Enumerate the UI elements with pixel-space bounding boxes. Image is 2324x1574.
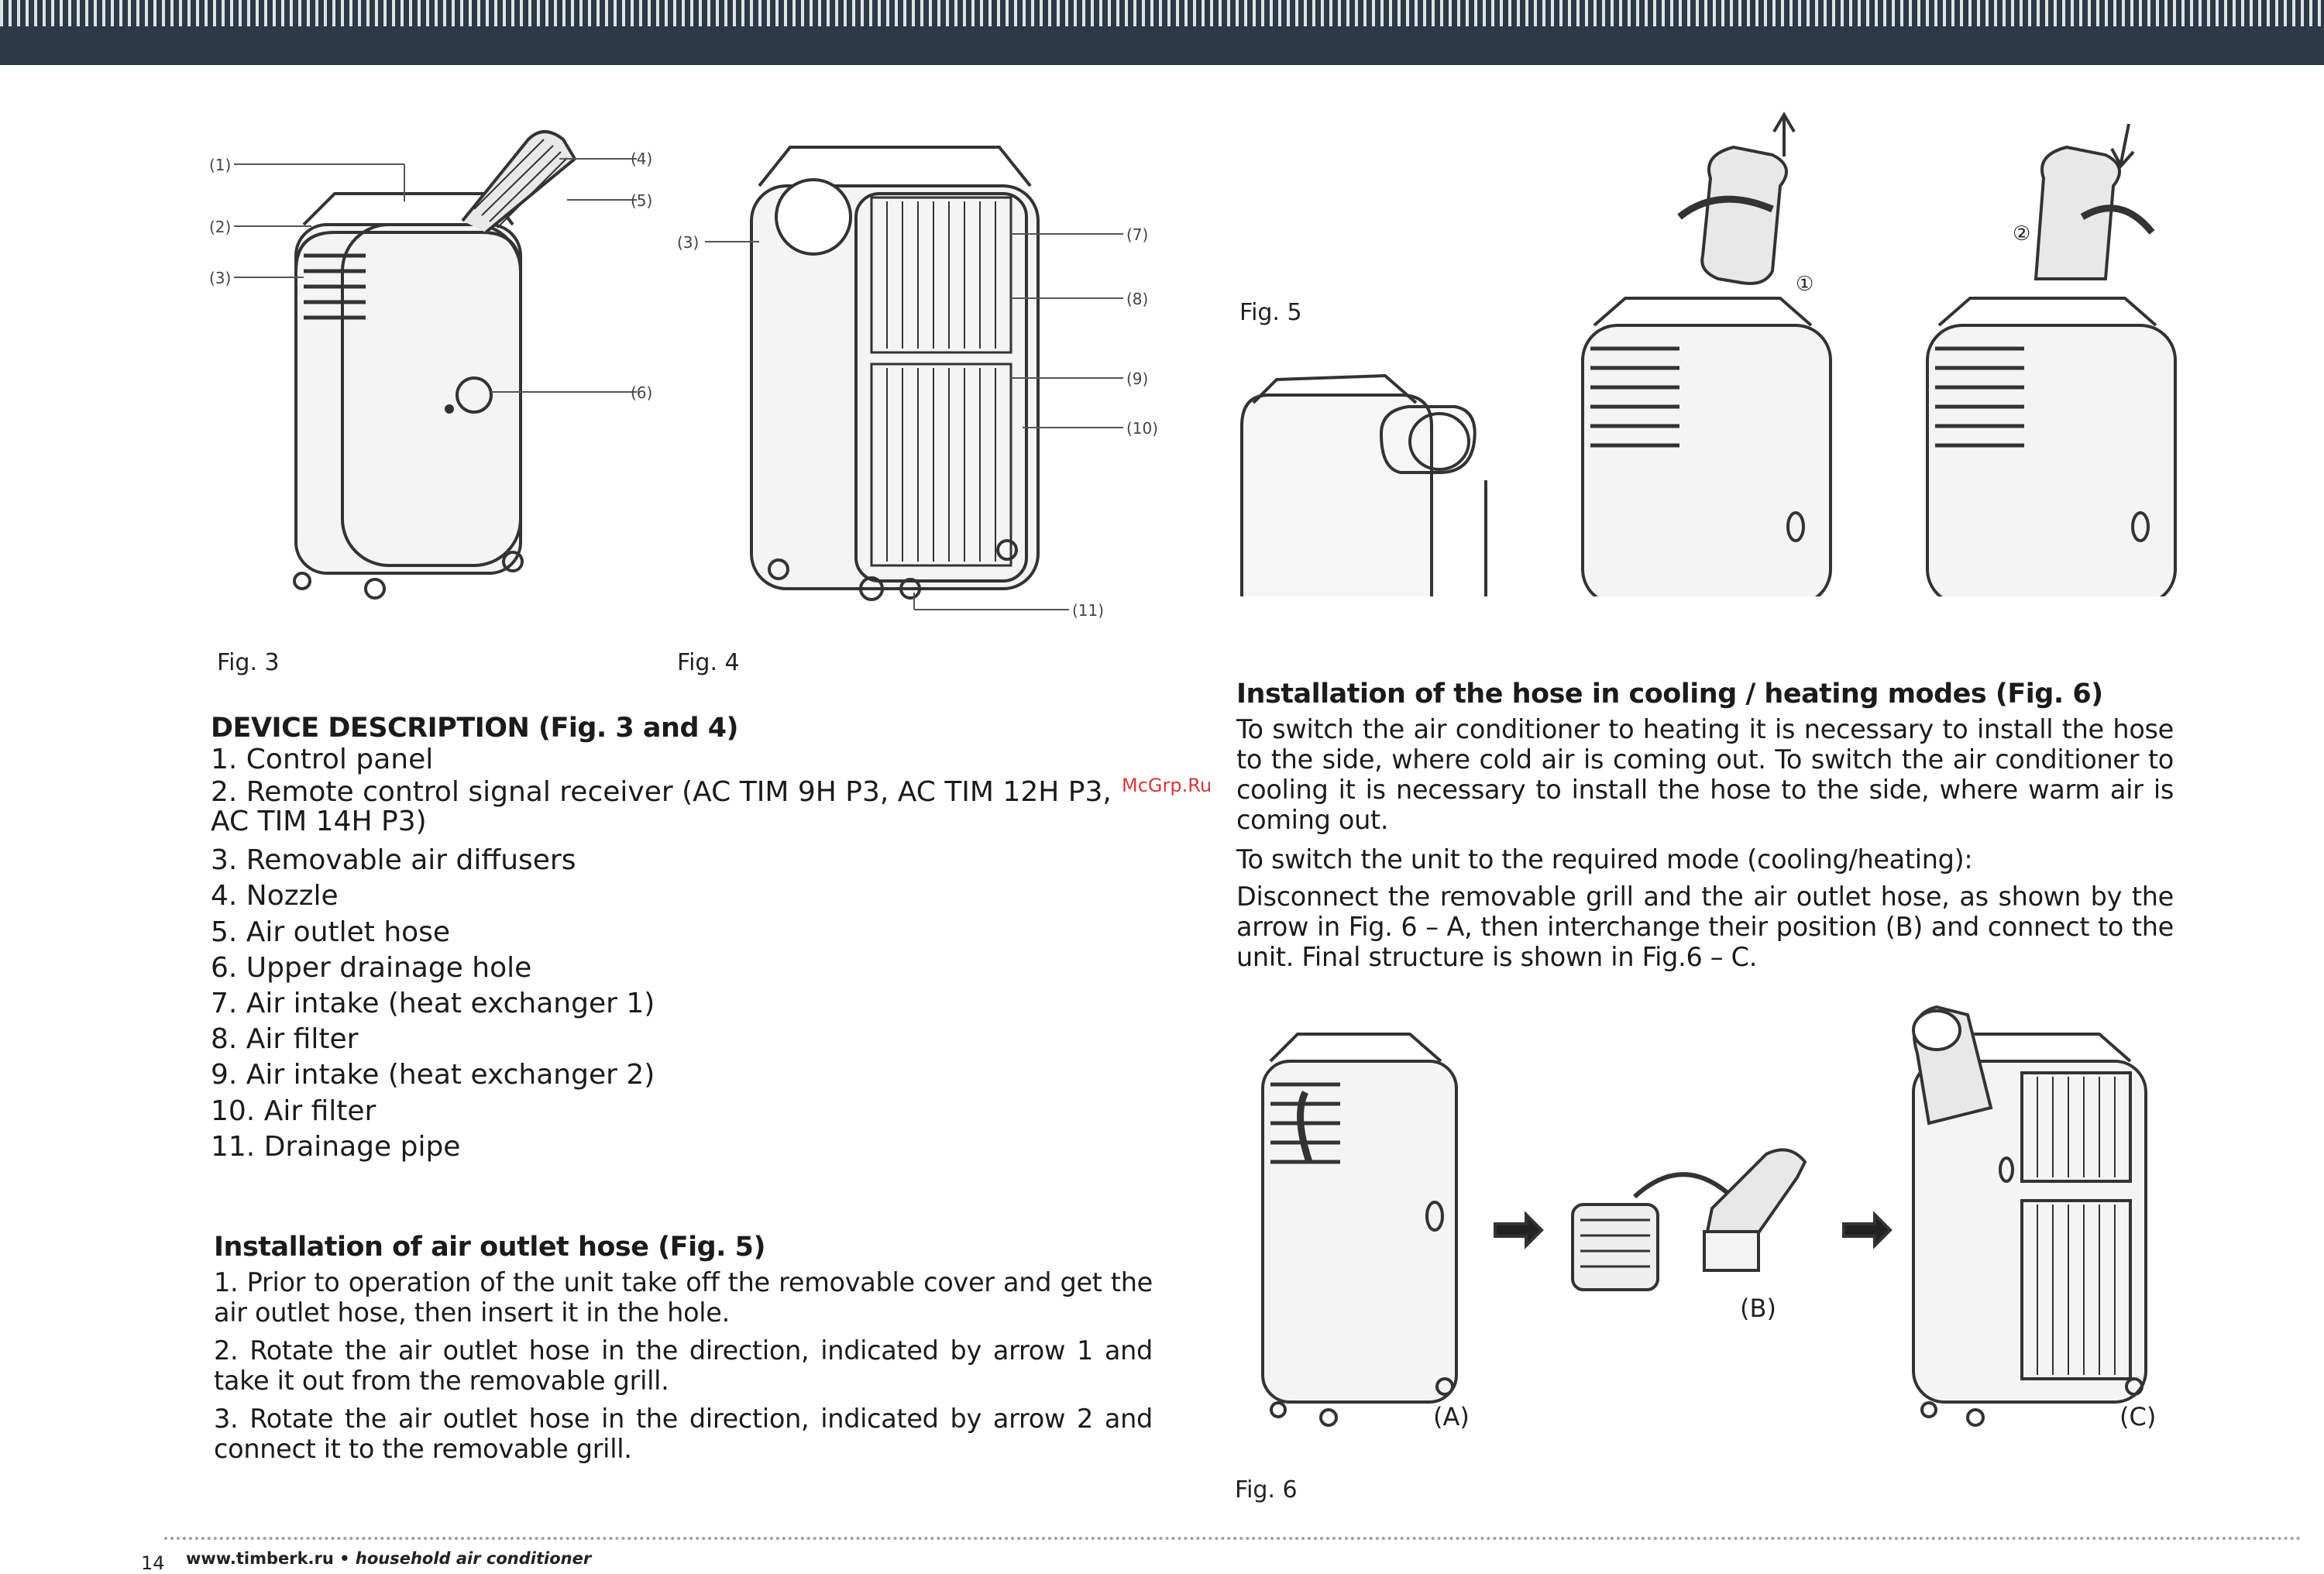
- fig4-illustration: (3) (7) (8) (9) (10) (11): [674, 132, 1185, 635]
- fig4-callout-7: (7): [1126, 225, 1148, 244]
- fig4-callout-8: (8): [1126, 290, 1148, 308]
- fig6-caption: Fig. 6: [1235, 1476, 1298, 1504]
- outlet-step-1: 1. Prior to operation of the unit take o…: [214, 1267, 1153, 1328]
- footer-divider: [164, 1537, 2302, 1540]
- fig5-marker-1: ①: [1796, 273, 1813, 296]
- fig5-illustration: ① ②: [1238, 101, 2222, 596]
- list-item: 3. Removable air diffusers: [211, 844, 576, 877]
- fig4-callout-9: (9): [1126, 369, 1148, 388]
- outlet-step-3: 3. Rotate the air outlet hose in the dir…: [214, 1404, 1153, 1464]
- watermark: McGrp.Ru: [1122, 775, 1212, 796]
- device-parts-list: 1. Control panel 2. Remote control signa…: [211, 742, 1140, 1165]
- footer-site[interactable]: www.timberk.ru •: [186, 1549, 356, 1568]
- list-item: 7. Air intake (heat exchanger 1): [211, 988, 655, 1020]
- fig6-illustration: (A) (B) (C): [1232, 999, 2208, 1449]
- fig5-caption: Fig. 5: [1239, 299, 1302, 326]
- fig4-callout-3: (3): [677, 233, 699, 252]
- fig4-caption: Fig. 4: [677, 649, 740, 676]
- list-item: 2. Remote control signal receiver (AC TI…: [211, 776, 1112, 838]
- list-item: 1. Control panel: [211, 744, 434, 775]
- fig6-label-b: (B): [1740, 1294, 1776, 1323]
- fig6-label-a: (A): [1433, 1402, 1470, 1431]
- page-number: 14: [141, 1552, 165, 1574]
- list-item: 5. Air outlet hose: [211, 916, 451, 948]
- fig3-callout-6: (6): [631, 383, 652, 402]
- list-item: 11. Drainage pipe: [211, 1130, 461, 1163]
- device-description-heading: DEVICE DESCRIPTION (Fig. 3 and 4): [211, 713, 739, 744]
- outlet-hose-heading: Installation of air outlet hose (Fig. 5): [214, 1232, 765, 1263]
- modes-paragraph-2: To switch the unit to the required mode …: [1236, 844, 1973, 875]
- list-item: 10. Air filter: [211, 1095, 376, 1127]
- fig5-marker-2: ②: [2013, 222, 2030, 246]
- fig3-callout-4: (4): [631, 149, 652, 168]
- fig3-callout-3: (3): [209, 269, 231, 287]
- modes-heading: Installation of the hose in cooling / he…: [1236, 679, 2103, 710]
- top-banner: [0, 0, 2324, 65]
- banner-stripes: [0, 0, 2324, 26]
- fig3-illustration: (1) (2) (3) (4) (5) (6): [203, 116, 668, 612]
- fig3-caption: Fig. 3: [217, 649, 280, 676]
- fig4-callout-10: (10): [1126, 419, 1158, 438]
- modes-paragraph-3: Disconnect the removable grill and the a…: [1236, 882, 2174, 972]
- list-item: 6. Upper drainage hole: [211, 951, 532, 984]
- fig4-callout-11: (11): [1072, 601, 1104, 620]
- list-item: 8. Air filter: [211, 1023, 359, 1056]
- fig3-callout-2: (2): [209, 218, 231, 236]
- list-item: 4. Nozzle: [211, 880, 339, 912]
- footer-tagline: household air conditioner: [355, 1549, 592, 1568]
- modes-paragraph-1: To switch the air conditioner to heating…: [1236, 714, 2174, 835]
- outlet-step-2: 2. Rotate the air outlet hose in the dir…: [214, 1335, 1153, 1396]
- fig3-callout-1: (1): [209, 156, 231, 174]
- fig6-label-c: (C): [2119, 1402, 2156, 1431]
- list-item: 9. Air intake (heat exchanger 2): [211, 1059, 655, 1091]
- footer-text: www.timberk.ru • household air condition…: [186, 1549, 591, 1568]
- fig3-callout-5: (5): [631, 191, 652, 210]
